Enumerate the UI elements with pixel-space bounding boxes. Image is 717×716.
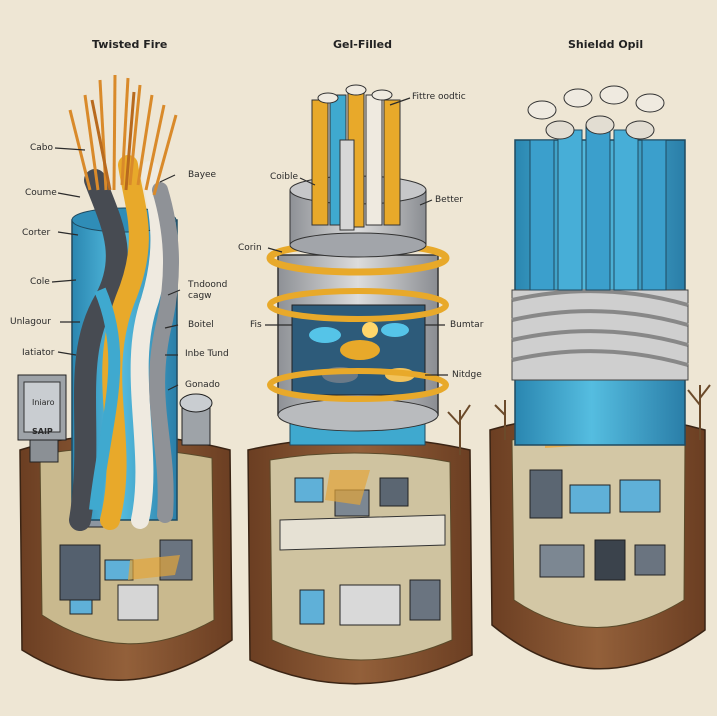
label-better: Better <box>435 195 463 205</box>
label-bumtar: Bumtar <box>450 320 483 330</box>
title-shielded: Shieldd Opil <box>568 40 643 50</box>
label-fitter: Fittre oodtic <box>412 92 466 102</box>
label-corter: Corter <box>22 228 50 238</box>
label-monitor-bottom: SAIP <box>32 427 53 437</box>
label-monitor-top: Iniaro <box>32 398 55 408</box>
label-cagw: cagw <box>188 291 212 301</box>
label-tndoond: Tndoond <box>188 280 227 290</box>
label-unlagour: Unlagour <box>10 317 51 327</box>
label-fis: Fis <box>250 320 262 330</box>
label-coible: Coible <box>270 172 298 182</box>
label-cole: Cole <box>30 277 50 287</box>
label-iatiator: Iatiator <box>22 348 54 358</box>
cutaway-room-right <box>512 430 685 628</box>
fiber-tubes <box>528 86 666 290</box>
copper-wires <box>70 75 176 195</box>
twisted-cable <box>18 75 232 680</box>
label-inbe-tund: Inbe Tund <box>185 349 229 359</box>
label-cabo: Cabo <box>30 143 53 153</box>
label-bayee: Bayee <box>188 170 216 180</box>
shielded-cable <box>490 86 710 669</box>
label-nitdge: Nitdge <box>452 370 482 380</box>
dome-device <box>180 394 212 445</box>
label-coume: Coume <box>25 188 57 198</box>
title-twisted: Twisted Fire <box>92 40 167 50</box>
label-boitel: Boitel <box>188 320 214 330</box>
label-gonado: Gonado <box>185 380 220 390</box>
shield-wrap <box>512 290 688 380</box>
label-corin: Corin <box>238 243 262 253</box>
gel-strands <box>312 85 400 230</box>
title-gel-filled: Gel-Filled <box>333 40 392 50</box>
